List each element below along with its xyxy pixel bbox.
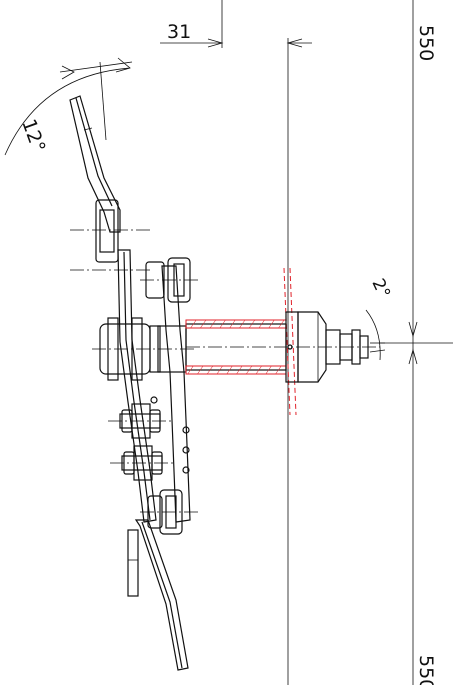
dimension-height: 550 550 [408, 0, 437, 685]
mounting-plate [283, 267, 297, 416]
height-top-label: 550 [415, 25, 437, 61]
height-bottom-label: 550 [415, 655, 437, 685]
tilt-angle-label: 12° [17, 116, 49, 155]
shaft-tube [185, 319, 296, 375]
link-arm [117, 249, 157, 523]
dimension-offset: 31 [160, 0, 312, 48]
lower-blade [127, 519, 189, 671]
hub-cap [285, 311, 380, 383]
angle-12-dimension: 12° [4, 57, 133, 155]
axis-angle-label: 2° [367, 276, 393, 302]
offset-label: 31 [167, 21, 191, 43]
upper-blade [69, 95, 150, 271]
